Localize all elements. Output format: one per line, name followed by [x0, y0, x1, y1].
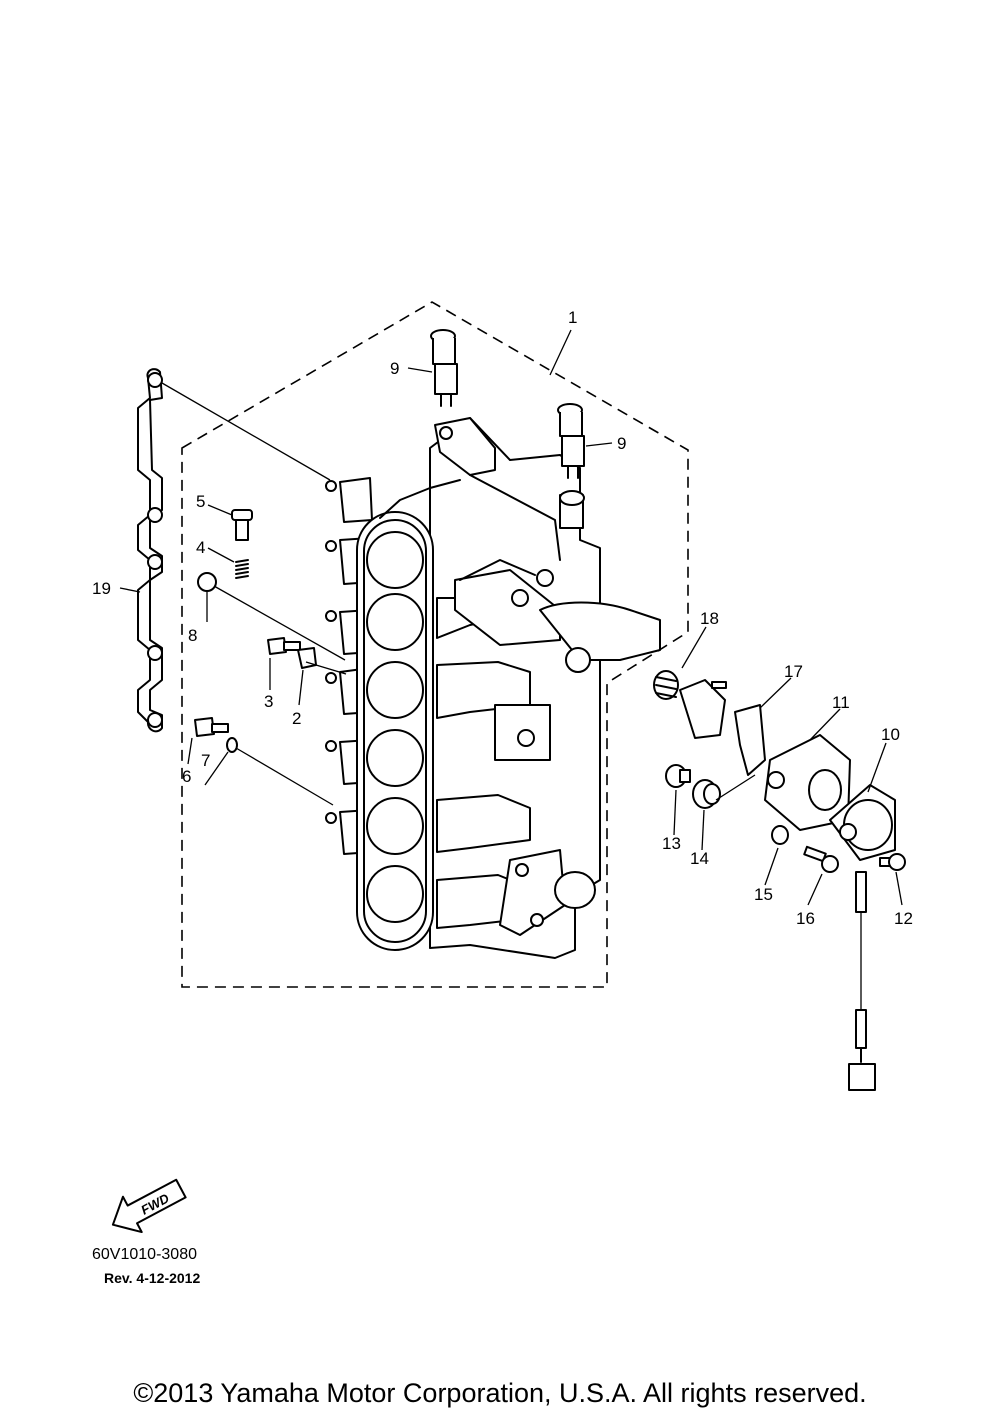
bolt-6: [194, 717, 229, 737]
callout-1: 1: [568, 308, 577, 327]
callout-7: 7: [201, 751, 210, 770]
bushing-14: [692, 779, 721, 809]
gasket: [137, 368, 163, 733]
callout-10: 10: [881, 725, 900, 744]
copyright-notice: ©2013 Yamaha Motor Corporation, U.S.A. A…: [133, 1378, 867, 1408]
document-code: 60V1010-3080: [92, 1246, 197, 1263]
callout-19: 19: [92, 579, 111, 598]
throttle-body: [325, 417, 661, 959]
screw-16: [803, 845, 839, 873]
callout-15: 15: [754, 885, 773, 904]
callout-4: 4: [196, 538, 205, 557]
screw-12: [879, 853, 906, 871]
revision-date: Rev. 4-12-2012: [104, 1270, 201, 1286]
screw-5: [231, 509, 253, 541]
callout-9-right: 9: [617, 434, 626, 453]
callout-labels: 1 2 3 4 5 6 7 8 9 9 10 11 12 13 14 15 16…: [92, 308, 913, 928]
lever-17: [679, 679, 766, 776]
callout-18: 18: [700, 609, 719, 628]
callout-12: 12: [894, 909, 913, 928]
callout-2: 2: [292, 709, 301, 728]
callout-11: 11: [832, 693, 850, 712]
callout-6: 6: [182, 767, 191, 786]
fwd-arrow-icon: FWD: [111, 1178, 187, 1234]
assembly-boundary: [181, 301, 689, 988]
spring-4: [235, 559, 249, 579]
throttle-position-sensor-10: [829, 784, 896, 1091]
cap-13: [665, 764, 691, 788]
plug-8: [197, 572, 346, 661]
callout-14: 14: [690, 849, 709, 868]
callout-8: 8: [188, 626, 197, 645]
hose-fitting-top: [430, 329, 458, 407]
bolt-3: [267, 637, 301, 655]
callout-3: 3: [264, 692, 273, 711]
callout-5: 5: [196, 492, 205, 511]
spring-18: [653, 670, 679, 700]
washer-15: [771, 825, 789, 845]
hose-fitting-right: [557, 403, 585, 479]
callout-16: 16: [796, 909, 815, 928]
leader-lines: [119, 329, 903, 906]
callout-17: 17: [784, 662, 803, 681]
callout-13: 13: [662, 834, 681, 853]
holder-2: [297, 647, 317, 669]
washer-7: [226, 737, 238, 753]
callout-9-top: 9: [390, 359, 399, 378]
